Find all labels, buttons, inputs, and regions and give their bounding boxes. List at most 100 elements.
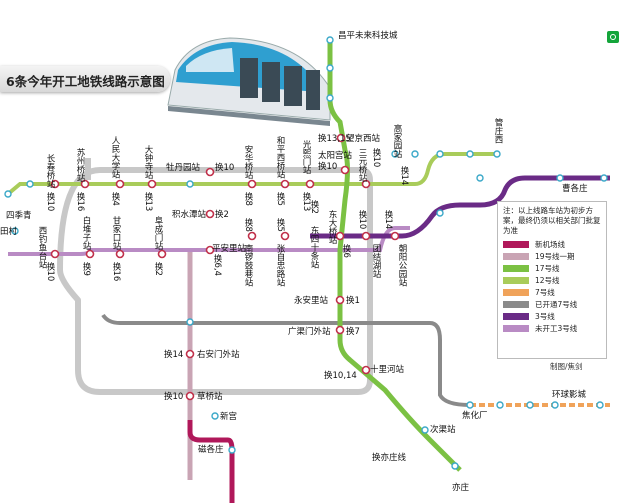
transfer-4a: 换4 bbox=[110, 191, 120, 205]
legend-item: 17号线 bbox=[498, 262, 606, 274]
station-chaoyanggongyuan: 朝阳公园站 bbox=[397, 244, 407, 287]
station-tuanjiehu: 团结湖站 bbox=[371, 244, 381, 279]
station-xingong: 新宫 bbox=[220, 411, 237, 422]
station-guanzhuangxi: 管庄西 bbox=[493, 117, 503, 144]
legend-item: 新机场线 bbox=[498, 238, 606, 250]
transfer-9: 换9 bbox=[81, 261, 91, 275]
transfer-10g: 换10 bbox=[164, 391, 183, 402]
legend-swatch bbox=[503, 324, 529, 332]
transfer-14b: 换14 bbox=[383, 209, 393, 229]
wechat-icon[interactable] bbox=[607, 31, 619, 43]
station-xidiaoyutai: 西钓鱼台站 bbox=[37, 226, 47, 269]
station-jishuitan: 积水潭站 bbox=[172, 209, 207, 220]
station-gaojiayuan: 高家园站 bbox=[392, 123, 402, 159]
station-caogezhuang: 曹各庄 bbox=[562, 183, 588, 194]
legend-label: 已开通7号线 bbox=[535, 299, 578, 309]
station-taiyanggong: 太阳宫站 bbox=[318, 150, 353, 161]
station-renmindaxue: 人民大学站 bbox=[110, 136, 120, 179]
station-dazhongsi: 大钟寺站 bbox=[143, 144, 153, 180]
station-guangqumenwai: 广渠门外站 bbox=[288, 326, 331, 337]
legend-label: 新机场线 bbox=[535, 239, 565, 249]
transfer-7: 换7 bbox=[346, 326, 360, 337]
legend-swatch bbox=[503, 300, 529, 308]
legend-item: 12号线 bbox=[498, 274, 606, 286]
station-zhangzizhonglu: 张自忠路站 bbox=[275, 244, 285, 287]
station-shilihe: 十里河站 bbox=[370, 364, 405, 375]
legend-label: 19号线一期 bbox=[535, 251, 575, 261]
station-changping: 昌平未来科技城 bbox=[338, 30, 398, 41]
legend-swatch bbox=[503, 312, 529, 320]
transfer-13: 换13 bbox=[143, 191, 153, 211]
legend: 注：以上线路车站为初步方案，最终仍须以相关部门批复为准 新机场线 19号线一期 … bbox=[497, 201, 607, 359]
legend-item: 3号线 bbox=[498, 310, 606, 322]
legend-item: 19号线一期 bbox=[498, 250, 606, 262]
station-guangximen: 光熙门站 bbox=[301, 139, 311, 175]
transfer-2c: 换2 bbox=[309, 199, 319, 213]
station-suzhouqiao: 苏州桥站 bbox=[75, 147, 85, 183]
airport-line bbox=[187, 420, 235, 503]
transfer-16b: 换16 bbox=[111, 261, 121, 281]
transfer-10b: 换10 bbox=[45, 191, 55, 211]
station-hepingxiqiao: 和平西桥站 bbox=[275, 136, 285, 179]
station-jiaohuachang: 焦化厂 bbox=[462, 410, 488, 421]
transfer-2b: 换2 bbox=[215, 209, 229, 220]
station-caoqiao: 草桥站 bbox=[197, 391, 223, 402]
legend-label: 12号线 bbox=[535, 275, 560, 285]
transfer-6-4: 换6,4 bbox=[212, 253, 222, 276]
title-banner: 6条今年开工地铁线路示意图 bbox=[0, 66, 170, 92]
transfer-10c: 换10 bbox=[215, 162, 234, 173]
legend-swatch bbox=[503, 264, 529, 272]
transfer-13-15: 换13,15 bbox=[318, 133, 351, 144]
transfer-16a: 换16 bbox=[75, 191, 85, 211]
transfer-14c: 换14 bbox=[164, 349, 183, 360]
legend-item: 已开通7号线 bbox=[498, 298, 606, 310]
legend-label: 7号线 bbox=[535, 287, 555, 297]
transfer-10f: 换10 bbox=[357, 209, 367, 229]
station-dongsishitiao: 东四十条站 bbox=[309, 225, 319, 269]
ring-route bbox=[57, 158, 373, 395]
line-17 bbox=[327, 38, 462, 472]
station-wangjingxi: 望京西站 bbox=[346, 133, 381, 144]
transfer-10a: 换10 bbox=[318, 161, 337, 172]
legend-swatch bbox=[503, 288, 529, 296]
station-baiduizi: 白堆子站 bbox=[81, 215, 91, 251]
legend-swatch bbox=[503, 252, 529, 260]
line-3-future bbox=[8, 226, 410, 256]
transfer-5a: 换5 bbox=[275, 191, 285, 205]
station-cigezhuang: 磁各庄 bbox=[198, 444, 224, 455]
transfer-10e: 换10 bbox=[45, 261, 55, 281]
transfer-14a: 换14 bbox=[399, 165, 409, 185]
transfer-13b: 换13 bbox=[301, 191, 311, 211]
transfer-5b: 换5 bbox=[275, 217, 285, 231]
station-tiancun: 田村 bbox=[0, 226, 18, 237]
transfer-1: 换1 bbox=[346, 295, 360, 306]
station-huanqiuyingcheng: 环球影城 bbox=[552, 389, 587, 400]
legend-swatch bbox=[503, 240, 529, 248]
legend-item: 7号线 bbox=[498, 286, 606, 298]
station-nanluoguxiang: 南锣鼓巷站 bbox=[243, 243, 253, 287]
transfer-yizhuang: 换亦庄线 bbox=[372, 452, 407, 463]
station-sanyuanqiao: 三元桥站 bbox=[357, 148, 367, 183]
legend-label: 3号线 bbox=[535, 311, 555, 321]
station-markers bbox=[4, 36, 608, 470]
station-yonganli: 永安里站 bbox=[294, 295, 329, 306]
station-mudanyuan: 牡丹园站 bbox=[166, 162, 201, 173]
transfer-8b: 换8 bbox=[243, 217, 253, 231]
station-pinganli: 平安里站 bbox=[212, 243, 247, 254]
station-sijiqing: 四季青 bbox=[6, 210, 32, 221]
transfer-10d: 换10 bbox=[371, 147, 381, 167]
map-credit: 制图/焦剑 bbox=[550, 362, 583, 371]
station-anzhenqiao: 安华桥站 bbox=[243, 144, 253, 180]
line-3 bbox=[310, 175, 610, 239]
map-title: 6条今年开工地铁线路示意图 bbox=[6, 74, 165, 89]
transfer-8a: 换8 bbox=[243, 191, 253, 205]
legend-swatch bbox=[503, 276, 529, 284]
transfer-6: 换6 bbox=[341, 243, 351, 257]
legend-label: 17号线 bbox=[535, 263, 560, 273]
station-yizhuang: 亦庄 bbox=[452, 482, 470, 493]
transfer-2a: 换2 bbox=[153, 261, 163, 275]
station-ciqu: 次渠站 bbox=[430, 424, 456, 435]
station-changchunqiao: 长春桥站 bbox=[45, 153, 55, 189]
legend-item: 未开工3号线 bbox=[498, 322, 606, 334]
